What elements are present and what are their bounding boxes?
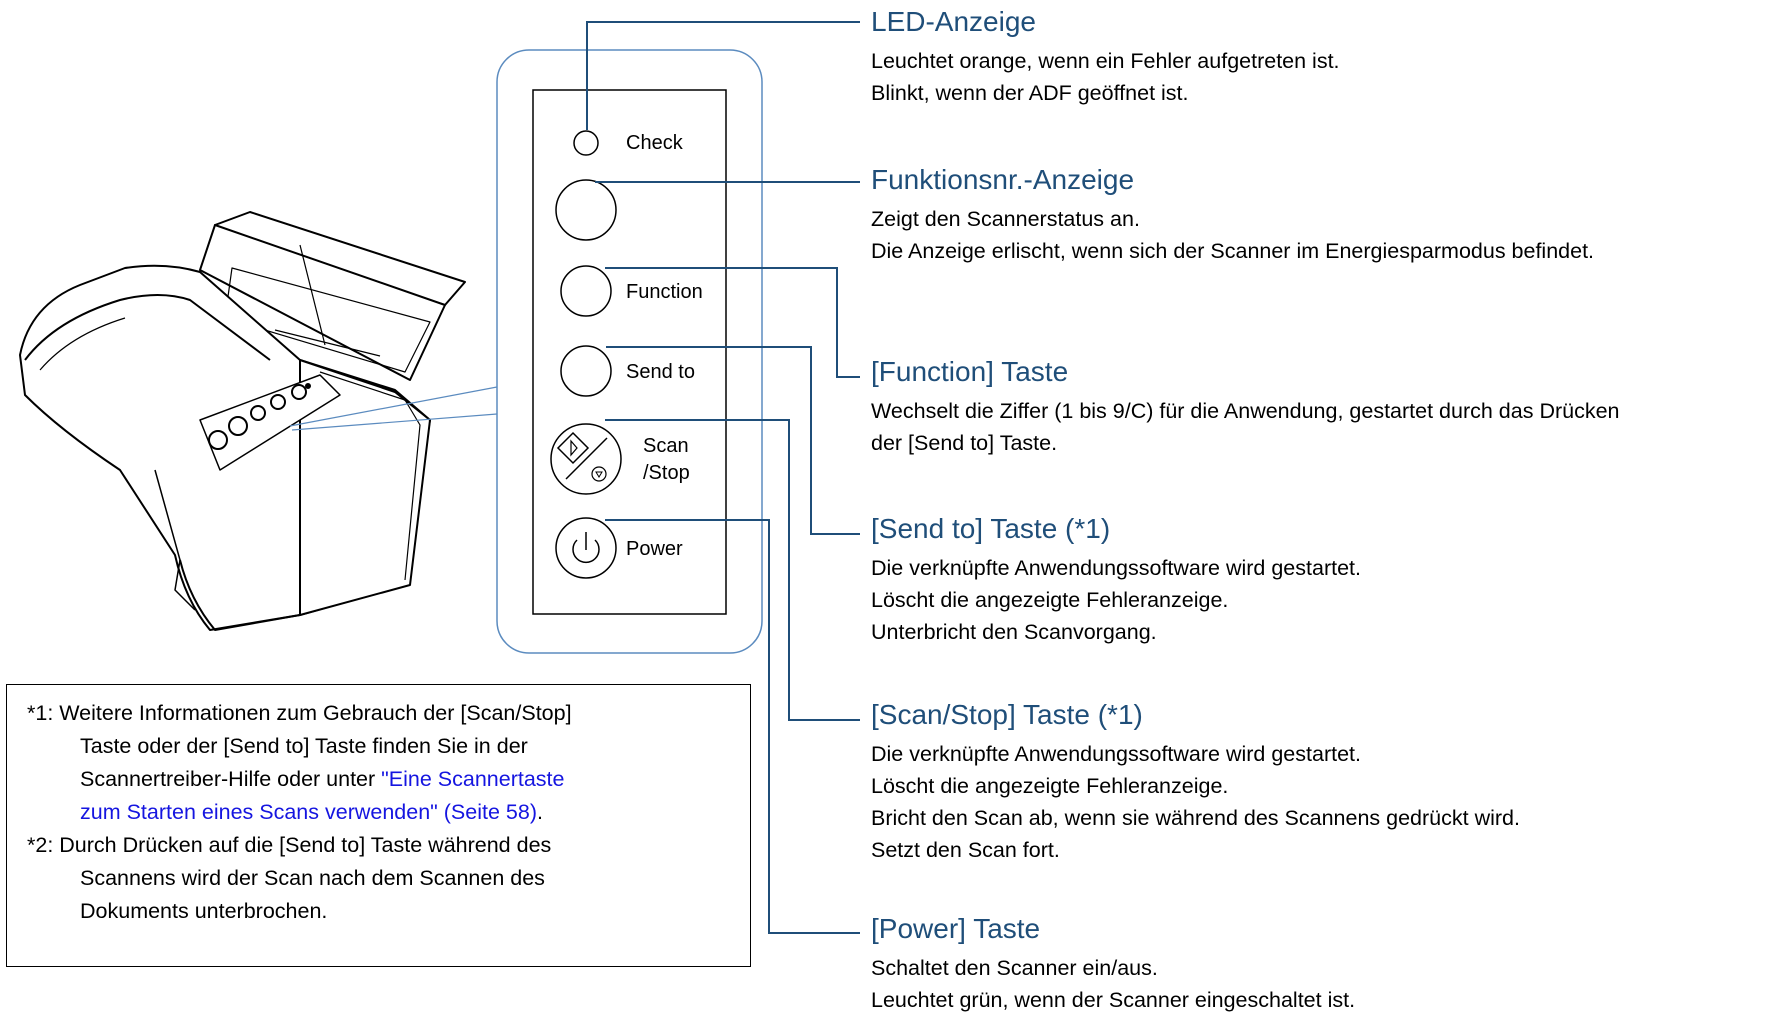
footnote-2: *2: Durch Drücken auf die [Send to] Tast…	[27, 829, 551, 928]
callout-send-to: [Send to] Taste (*1) Die verknüpfte Anwe…	[871, 512, 1361, 648]
function-label: Function	[626, 281, 703, 303]
callout-line: Die Anzeige erlischt, wenn sich der Scan…	[871, 239, 1595, 263]
callout-title: [Function] Taste	[871, 356, 1069, 387]
callout-power: [Power] Taste Schaltet den Scanner ein/a…	[871, 912, 1355, 1016]
callout-line: Setzt den Scan fort.	[871, 838, 1060, 862]
callout-title: [Power] Taste	[871, 913, 1041, 944]
callout-line: Löscht die angezeigte Fehleranzeige.	[871, 774, 1229, 798]
callout-line: Die verknüpfte Anwendungssoftware wird g…	[871, 742, 1361, 766]
callout-scan-stop: [Scan/Stop] Taste (*1) Die verknüpfte An…	[871, 698, 1520, 866]
callout-function-button: [Function] Taste Wechselt die Ziffer (1 …	[871, 355, 1620, 459]
footnote-2-line-3: Dokuments unterbrochen.	[80, 899, 328, 923]
stop-label: /Stop	[643, 462, 690, 484]
callout-title: [Scan/Stop] Taste (*1)	[871, 699, 1143, 730]
callout-line: Leuchtet grün, wenn der Scanner eingesch…	[871, 988, 1356, 1012]
zoom-line-bottom	[291, 413, 498, 431]
callout-line: Die verknüpfte Anwendungssoftware wird g…	[871, 556, 1361, 580]
scan-label: Scan	[643, 435, 689, 457]
callout-title: [Send to] Taste (*1)	[871, 513, 1111, 544]
leader-lines	[586, 21, 860, 934]
zoom-line-top	[289, 386, 498, 427]
footnote-2-line-1: *2: Durch Drücken auf die [Send to] Tast…	[27, 833, 552, 857]
callout-line: Zeigt den Scannerstatus an.	[871, 207, 1140, 231]
scan-stop-icon[interactable]	[550, 423, 622, 495]
function-number-display	[555, 179, 617, 241]
footnote-link-part-2[interactable]: zum Starten eines Scans verwenden" (Seit…	[80, 800, 537, 824]
callout-title: LED-Anzeige	[871, 6, 1036, 37]
callout-line: Schaltet den Scanner ein/aus.	[871, 956, 1158, 980]
callout-line: Wechselt die Ziffer (1 bis 9/C) für die …	[871, 399, 1620, 423]
callout-line: Leuchtet orange, wenn ein Fehler aufgetr…	[871, 49, 1340, 73]
footnote-link-suffix: .	[536, 800, 543, 824]
led-indicator-icon	[573, 130, 599, 156]
footnote-box: *1: Weitere Informationen zum Gebrauch d…	[6, 684, 751, 967]
footnote-1-line-2: Taste oder der [Send to] Taste finden Si…	[80, 734, 528, 758]
footnote-1-line-1: *1: Weitere Informationen zum Gebrauch d…	[27, 701, 572, 725]
footnote-link-part-1[interactable]: "Eine Scannertaste	[381, 767, 565, 791]
power-icon[interactable]	[555, 517, 617, 579]
callout-line: Unterbricht den Scanvorgang.	[871, 620, 1157, 644]
footnote-1: *1: Weitere Informationen zum Gebrauch d…	[27, 697, 572, 829]
callout-title: Funktionsnr.-Anzeige	[871, 164, 1135, 195]
footnote-2-line-2: Scannens wird der Scan nach dem Scannen …	[80, 866, 545, 890]
check-label: Check	[626, 132, 683, 154]
callout-line: der [Send to] Taste.	[871, 431, 1058, 455]
send-to-label: Send to	[626, 361, 695, 383]
callout-led: LED-Anzeige Leuchtet orange, wenn ein Fe…	[871, 5, 1340, 109]
footnote-1-line-3: Scannertreiber-Hilfe oder unter	[80, 767, 382, 791]
function-button[interactable]	[560, 265, 612, 317]
callout-line: Bricht den Scan ab, wenn sie während des…	[871, 806, 1520, 830]
send-to-button[interactable]	[560, 345, 612, 397]
operator-panel	[532, 89, 727, 615]
scanner-illustration	[19, 211, 466, 631]
callout-line: Löscht die angezeigte Fehleranzeige.	[871, 588, 1229, 612]
callout-function-number: Funktionsnr.-Anzeige Zeigt den Scannerst…	[871, 163, 1594, 267]
callout-line: Blinkt, wenn der ADF geöffnet ist.	[871, 81, 1189, 105]
power-label: Power	[626, 538, 683, 560]
